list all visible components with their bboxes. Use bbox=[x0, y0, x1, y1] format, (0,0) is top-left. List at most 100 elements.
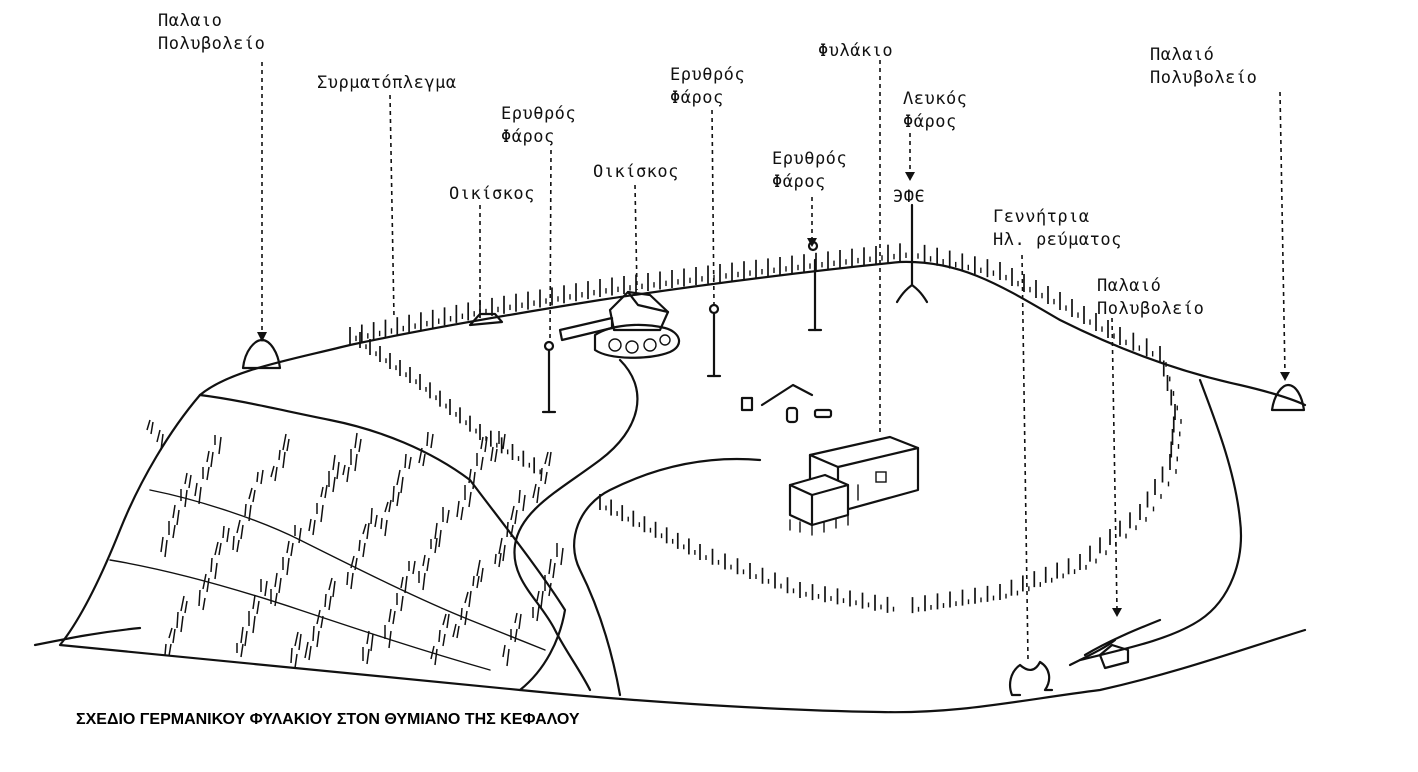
label-generator: Γεννήτρια Ηλ. ρεύματος bbox=[993, 207, 1122, 250]
cliff-hatch bbox=[472, 575, 480, 589]
cliff-hatch bbox=[286, 540, 294, 557]
cliff-hatch bbox=[198, 589, 206, 611]
cliff-hatch bbox=[156, 429, 164, 451]
cliff-hatch bbox=[240, 626, 248, 647]
cliff-hatch bbox=[392, 485, 400, 507]
cliff-hatch bbox=[494, 552, 502, 568]
cliff-hatch bbox=[236, 643, 244, 658]
cliff-hatch bbox=[252, 594, 260, 615]
cliff-hatch bbox=[464, 590, 472, 608]
cliff-hatch bbox=[544, 575, 552, 597]
cliff-hatch bbox=[194, 482, 202, 505]
cliff-hatch bbox=[548, 558, 556, 579]
cliff-hatch bbox=[532, 483, 540, 504]
cliff-hatch bbox=[222, 525, 230, 543]
cliff-hatch bbox=[430, 645, 438, 666]
cliff-hatch bbox=[294, 525, 302, 544]
label-white-light: Λευκός Φάρος bbox=[903, 89, 968, 132]
cliff-hatch bbox=[366, 630, 374, 652]
cliff-hatch bbox=[430, 537, 438, 554]
cliff-hatch bbox=[502, 644, 510, 667]
cliff-hatch bbox=[418, 571, 426, 591]
cliff-hatch bbox=[370, 507, 378, 528]
cliff-hatch bbox=[332, 454, 340, 480]
right-slope bbox=[1078, 378, 1242, 662]
track-left bbox=[513, 358, 639, 692]
generator-symbol bbox=[1009, 660, 1054, 697]
cliff-hatch bbox=[184, 472, 192, 489]
cliff-hatch bbox=[316, 503, 324, 523]
cliff-hatch bbox=[206, 450, 214, 468]
cliff-hatch bbox=[328, 577, 336, 598]
cliff-hatch bbox=[498, 537, 506, 562]
cliff-hatch bbox=[468, 468, 476, 490]
cliff-hatch bbox=[396, 469, 404, 494]
beacon-1 bbox=[541, 340, 557, 414]
cliff-hatch bbox=[544, 451, 552, 467]
track-right bbox=[573, 457, 762, 697]
track-far bbox=[1083, 618, 1162, 657]
cliff-hatch bbox=[146, 419, 154, 435]
label-guard-post: Φυλάκιο bbox=[818, 41, 894, 61]
arrow-heads bbox=[257, 172, 1290, 617]
cliff-hatch bbox=[164, 643, 172, 657]
label-old-gun-left: Παλαιο Πολυβολείο bbox=[158, 11, 266, 54]
cliff-hatch bbox=[396, 593, 404, 612]
cliff-hatch bbox=[426, 431, 434, 449]
cliff-hatch bbox=[248, 611, 256, 634]
cliff-hatch bbox=[160, 536, 168, 558]
small-buildings bbox=[740, 383, 833, 424]
cliff-hatch bbox=[476, 453, 484, 471]
beacon-2 bbox=[706, 303, 722, 378]
cliff-hatch bbox=[442, 507, 450, 524]
cliff-hatch bbox=[418, 447, 426, 467]
cliff-hatch bbox=[350, 555, 358, 571]
label-old-gun-right-low: Παλαιό Πολυβολείο bbox=[1097, 276, 1205, 319]
cliff-hatch bbox=[180, 595, 188, 614]
cliff-hatch bbox=[168, 627, 176, 644]
cliff-hatch bbox=[210, 557, 218, 580]
cliff-hatch bbox=[248, 487, 256, 503]
cliff-hatch bbox=[244, 503, 252, 522]
cliff-hatch bbox=[438, 629, 446, 647]
label-red-light-2: Ερυθρός Φάρος bbox=[670, 65, 746, 108]
cliff-hatch bbox=[404, 453, 412, 470]
cliff-hatch bbox=[316, 609, 324, 629]
cliff-hatch bbox=[408, 560, 416, 575]
cliff-hatch bbox=[312, 625, 320, 648]
cliff-hatch bbox=[328, 471, 336, 493]
cliff-hatch bbox=[274, 572, 282, 594]
cliff-hatch bbox=[304, 641, 312, 661]
cliff-hatch bbox=[236, 519, 244, 540]
cliff-hatch bbox=[506, 521, 514, 538]
label-barbed-wire: Συρματόπλεγμα bbox=[317, 73, 457, 93]
cliff-hatch bbox=[442, 613, 450, 629]
cliff-hatch bbox=[422, 554, 430, 572]
white-light-mast bbox=[895, 203, 929, 304]
hut-left-shape bbox=[468, 312, 504, 327]
cliff-hatch bbox=[358, 539, 366, 558]
cliff-hatch bbox=[214, 435, 222, 455]
cliff-hatch bbox=[464, 485, 472, 508]
cliff-hatch bbox=[362, 647, 370, 665]
cliff-hatch bbox=[476, 559, 484, 583]
diagram-caption: ΣΧΕΔΙΟ ΓΕΡΜΑΝΙΚΟΥ ΦΥΛΑΚΙΟΥ ΣΤΟΝ ΘΥΜΙΑΝΟ … bbox=[76, 711, 580, 728]
cliff-hatch bbox=[510, 505, 518, 525]
cliff-face bbox=[58, 393, 567, 692]
cliff-hatch bbox=[456, 500, 464, 521]
cliff-hatch bbox=[278, 449, 286, 469]
cliff-hatch bbox=[460, 607, 468, 626]
cliff-hatch bbox=[294, 631, 302, 651]
cliff-hatch bbox=[232, 535, 240, 553]
cliff-hatch bbox=[384, 625, 392, 649]
beacon-3 bbox=[807, 240, 823, 332]
cliff-hatch bbox=[202, 466, 210, 481]
cliff-hatch bbox=[556, 543, 564, 566]
label-hut-left: Οικίσκος bbox=[449, 184, 535, 204]
cliff-hatch bbox=[260, 579, 268, 597]
track-far-2 bbox=[1068, 638, 1117, 667]
cliff-hatch bbox=[256, 469, 264, 485]
cliff-hatch bbox=[270, 589, 278, 607]
label-old-gun-right-top: Παλαιό Πολυβολείο bbox=[1150, 45, 1258, 88]
